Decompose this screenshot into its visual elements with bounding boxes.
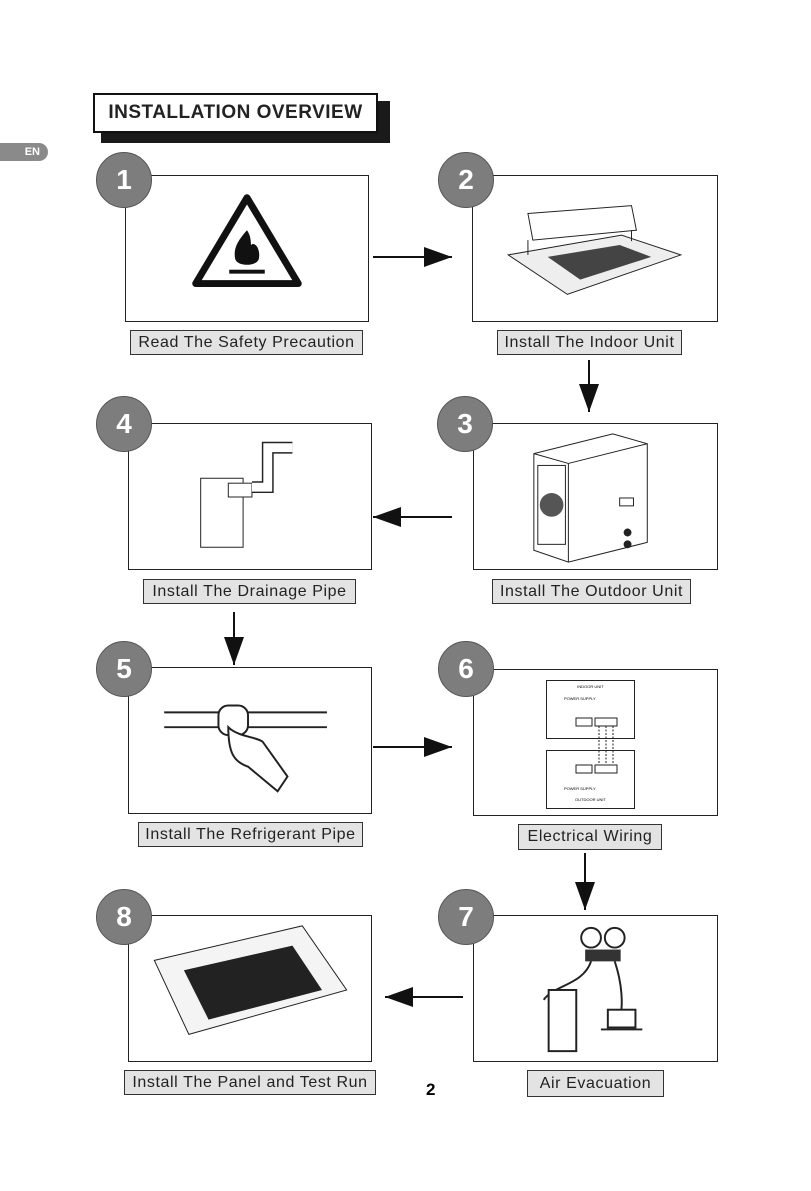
step-3-label: Install The Outdoor Unit: [492, 579, 691, 604]
step-2-label: Install The Indoor Unit: [497, 330, 682, 355]
drainage-pipe-icon: [129, 424, 371, 569]
page-title: INSTALLATION OVERVIEW: [93, 93, 378, 133]
step-1-illustration: [125, 175, 369, 322]
step-8-illustration: [128, 915, 372, 1062]
step-3-illustration: [473, 423, 718, 570]
flammable-warning-icon: [126, 176, 368, 321]
wiring-lines: [474, 670, 717, 815]
step-3-number: 3: [437, 396, 493, 452]
step-5-number: 5: [96, 641, 152, 697]
step-7-label: Air Evacuation: [527, 1070, 664, 1097]
step-4-number: 4: [96, 396, 152, 452]
step-5-illustration: [128, 667, 372, 814]
step-7-number: 7: [438, 889, 494, 945]
page-number: 2: [426, 1080, 435, 1100]
step-4-illustration: [128, 423, 372, 570]
step-5-label: Install The Refrigerant Pipe: [138, 822, 363, 847]
panel-icon: [129, 916, 371, 1061]
step-4-label: Install The Drainage Pipe: [143, 579, 356, 604]
step-2-illustration: [472, 175, 718, 322]
step-6-number: 6: [438, 641, 494, 697]
step-8-label: Install The Panel and Test Run: [124, 1070, 376, 1095]
language-tab: EN: [0, 143, 48, 161]
step-6-illustration: INDOOR UNIT POWER SUPPLY POWER SUPPLY OU…: [473, 669, 718, 816]
step-8-number: 8: [96, 889, 152, 945]
step-1-label: Read The Safety Precaution: [130, 330, 363, 355]
outdoor-unit-icon: [474, 424, 717, 569]
manifold-gauge-icon: [474, 916, 717, 1061]
step-1-number: 1: [96, 152, 152, 208]
step-7-illustration: [473, 915, 718, 1062]
step-6-label: Electrical Wiring: [518, 824, 662, 850]
step-2-number: 2: [438, 152, 494, 208]
refrigerant-pipe-icon: [129, 668, 371, 813]
cassette-indoor-unit-icon: [473, 176, 717, 321]
